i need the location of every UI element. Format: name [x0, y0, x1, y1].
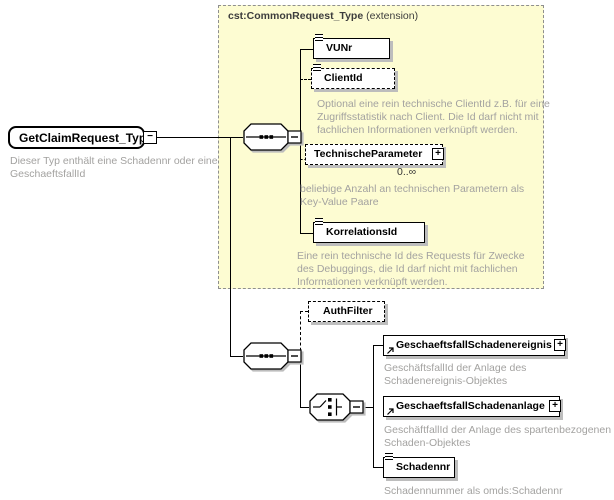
element-box-geschaeftsfall-schadenanlage[interactable]: GeschaeftsfallSchadenanlage + [383, 396, 561, 417]
connector-optional [300, 311, 301, 356]
element-label: AuthFilter [323, 305, 373, 317]
element-label: TechnischeParameter [314, 148, 423, 160]
element-box-clientid[interactable]: ClientId [311, 64, 395, 89]
content-lines-icon [385, 453, 393, 461]
extension-suffix: (extension) [366, 10, 419, 22]
element-box-technische-parameter[interactable]: TechnischeParameter + [305, 144, 444, 165]
root-element-label: GetClaimRequest_Type [19, 131, 153, 145]
connector [300, 407, 309, 408]
content-lines-icon [315, 34, 323, 42]
connector [373, 345, 374, 467]
collapse-button-root[interactable]: − [143, 131, 157, 144]
connector-optional [300, 79, 311, 80]
connector [300, 356, 301, 407]
connector [373, 467, 383, 468]
element-box-authfilter[interactable]: AuthFilter [308, 301, 385, 322]
element-annotation: GeschäftsfallId der Anlage des Schadener… [384, 362, 527, 387]
element-label: KorrelationsId [326, 226, 398, 238]
element-box-vunr[interactable]: VUNr [313, 34, 390, 59]
element-annotation: beliebige Anzahl an technischen Paramete… [300, 183, 525, 208]
element-label: Schadennr [396, 461, 451, 473]
root-element-box[interactable]: GetClaimRequest_Type [8, 126, 153, 149]
element-box-schadennr[interactable]: Schadennr [383, 453, 455, 478]
element-label: ClientId [324, 72, 363, 84]
connector [300, 233, 313, 234]
choice-icon[interactable] [309, 393, 368, 422]
connector [373, 345, 383, 346]
element-annotation: GeschäftfallId der Anlage des spartenbez… [384, 424, 612, 449]
reference-arrow-icon [386, 346, 395, 355]
element-annotation: Optional eine rein technische ClientId z… [317, 98, 550, 136]
element-annotation: Eine rein technische Id des Requests für… [297, 250, 525, 288]
connector [363, 407, 373, 408]
expand-button[interactable]: + [549, 399, 561, 412]
element-annotation: Schadennummer als omds:Schadennr [384, 485, 563, 497]
root-annotation: Dieser Typ enthält eine Schadennr oder e… [10, 155, 218, 180]
element-label: GeschaeftsfallSchadenanlage [396, 400, 545, 412]
occurrence-label: 0..∞ [397, 166, 417, 178]
connector [156, 137, 243, 138]
expand-button[interactable]: + [554, 338, 566, 351]
element-box-geschaeftsfall-schadenereignis[interactable]: GeschaeftsfallSchadenereignis + [383, 335, 566, 356]
element-label: GeschaeftsfallSchadenereignis [396, 339, 552, 351]
sequence-icon[interactable] [243, 123, 303, 152]
content-lines-icon [313, 64, 321, 72]
connector [230, 356, 243, 357]
connector [230, 137, 231, 356]
element-box-korrelationsid[interactable]: KorrelationsId [313, 218, 425, 243]
reference-arrow-icon [386, 407, 395, 416]
extension-type-name: cst:CommonRequest_Type [228, 10, 364, 22]
content-lines-icon [315, 218, 323, 226]
sequence-icon[interactable] [243, 342, 303, 371]
expand-button[interactable]: + [432, 147, 444, 160]
connector-optional [300, 311, 308, 312]
connector-optional [300, 159, 307, 160]
element-label: VUNr [326, 42, 353, 54]
connector [300, 49, 313, 50]
extension-title: cst:CommonRequest_Type(extension) [228, 10, 418, 22]
